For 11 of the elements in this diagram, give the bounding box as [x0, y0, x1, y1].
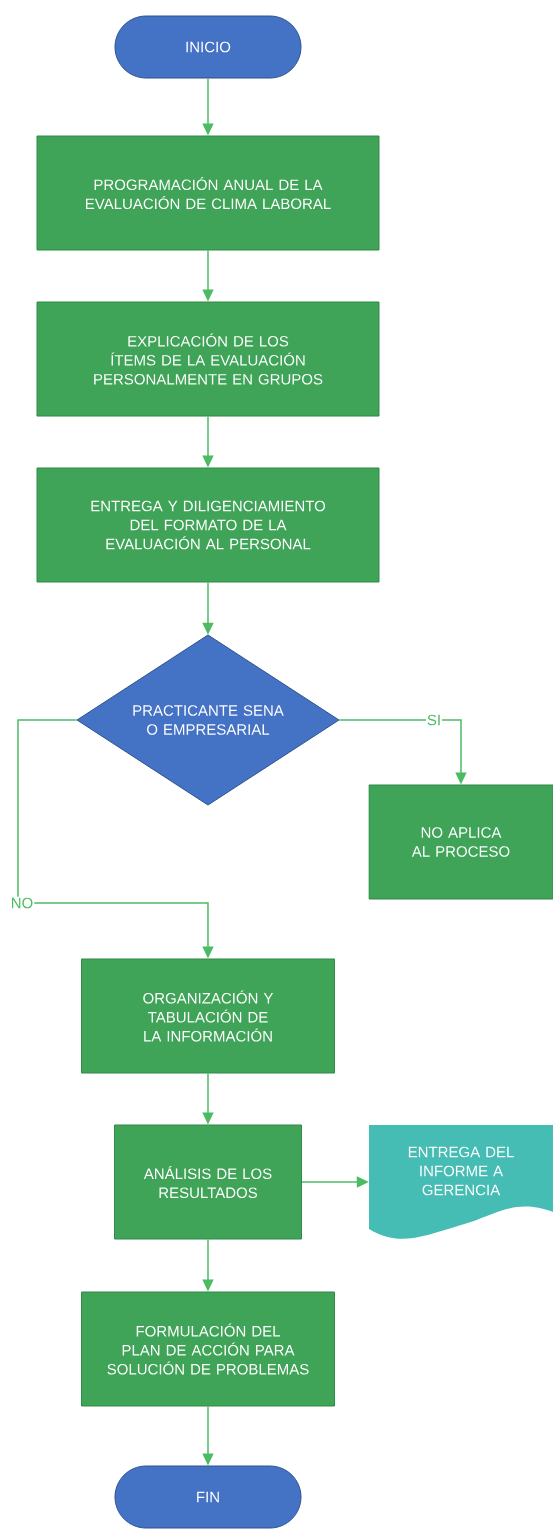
terminal-pill: FIN [114, 1465, 302, 1529]
process-box: ANÁLISIS DE LOS RESULTADOS [114, 1124, 302, 1240]
process-box: PROGRAMACIÓN ANUAL DE LA EVALUACIÓN DE CLIMA LABORAL [36, 135, 380, 251]
process-box: NO APLICA AL PROCESO [368, 784, 553, 900]
process-box: FORMULACIÓN DEL PLAN DE ACCIÓN PARA SOLUCIÓN DE PROBLEMAS [81, 1291, 335, 1407]
process-box: ENTREGA Y DILIGENCIAMIENTO DEL FORMATO DE LA EVALUACIÓN AL PERSONAL [36, 467, 380, 583]
process-box: EXPLICACIÓN DE LOS ÍTEMS DE LA EVALUACIÓN PERSONALMENTE EN GRUPOS [36, 301, 380, 417]
edge-label: SI [425, 713, 443, 727]
process-box: ORGANIZACIÓN Y TABULACIÓN DE LA INFORMACIÓN [81, 958, 335, 1074]
edge-label: NO [9, 896, 35, 910]
terminal-pill: INICIO [114, 15, 302, 79]
